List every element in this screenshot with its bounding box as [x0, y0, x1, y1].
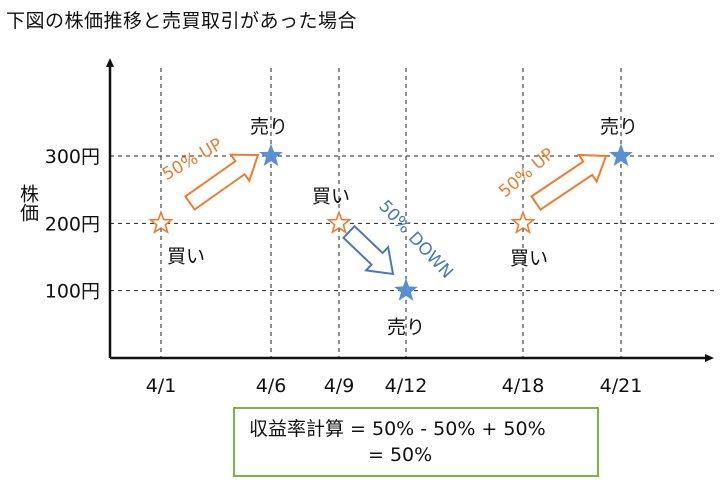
x-tick-label: 4/12: [385, 375, 428, 397]
y-axis-arrowhead: [106, 58, 114, 67]
y-tick-label: 200円: [45, 213, 100, 235]
x-tick-label: 4/18: [502, 375, 545, 397]
sell-star-marker: [609, 143, 633, 167]
point-label: 買い: [510, 247, 548, 269]
y-tick-label: 300円: [45, 146, 100, 168]
y-axis-label: 株価: [17, 184, 39, 222]
up-arrow-shape: [183, 153, 260, 211]
point-label: 買い: [312, 185, 350, 207]
up-arrow-shape: [530, 153, 608, 212]
x-tick-label: 4/1: [146, 375, 177, 397]
x-tick-label: 4/21: [600, 375, 643, 397]
formula-line-2: = 50%: [368, 444, 433, 466]
down-arrow-shape: [342, 224, 395, 276]
up-arrow: [183, 153, 260, 211]
x-tick-label: 4/6: [256, 375, 287, 397]
point-label: 売り: [250, 116, 288, 138]
y-tick-label: 100円: [45, 281, 100, 303]
point-label: 売り: [600, 116, 638, 138]
sell-star-marker: [259, 143, 283, 167]
point-label: 売り: [387, 317, 425, 339]
x-tick-label: 4/9: [324, 375, 355, 397]
point-label: 買い: [167, 245, 205, 267]
sell-star-marker: [394, 278, 418, 301]
up-arrow: [530, 153, 608, 212]
formula-box: 収益率計算 = 50% - 50% + 50% = 50%: [233, 407, 599, 477]
buy-star-marker: [148, 209, 174, 235]
x-axis-arrowhead: [705, 354, 714, 362]
page-title: 下図の株価推移と売買取引があった場合: [6, 10, 358, 32]
buy-star-marker: [510, 209, 536, 235]
buy-star-marker: [326, 209, 352, 235]
down-arrow: [342, 224, 395, 276]
formula-line-1: 収益率計算 = 50% - 50% + 50%: [249, 418, 546, 440]
